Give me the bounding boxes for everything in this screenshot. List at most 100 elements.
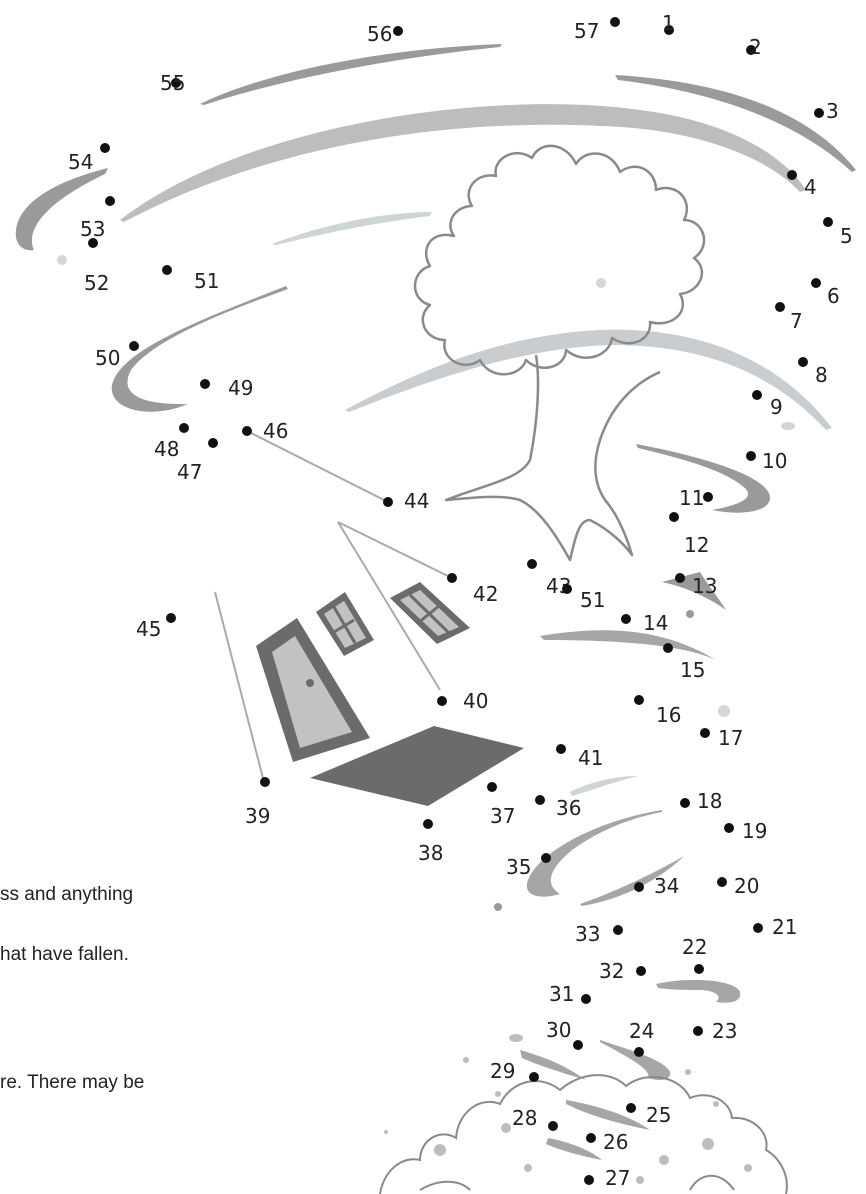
dot-number-50: 50 <box>95 346 120 370</box>
caption-line-2: hat have fallen. <box>0 944 129 965</box>
dot-20 <box>717 877 727 887</box>
dot-13 <box>675 573 685 583</box>
dot-10 <box>746 451 756 461</box>
dot-number-25: 25 <box>646 1103 671 1127</box>
dot-number-13: 13 <box>692 574 717 598</box>
swirl-28-hook <box>566 1100 650 1130</box>
dot-number-4: 4 <box>804 175 817 199</box>
house-door-panel <box>272 636 352 748</box>
tree-canopy <box>413 144 706 376</box>
dot-number-49: 49 <box>228 376 253 400</box>
dot-37 <box>487 782 497 792</box>
dot-7 <box>775 302 785 312</box>
dot-number-18: 18 <box>697 789 722 813</box>
dot-57 <box>610 17 620 27</box>
dot-number-47: 47 <box>177 460 202 484</box>
dot-number-26: 26 <box>603 1130 628 1154</box>
dot-56 <box>393 26 403 36</box>
dot-5 <box>823 217 833 227</box>
dot-48 <box>179 423 189 433</box>
dot-8 <box>798 357 808 367</box>
dot-number-56: 56 <box>367 22 392 46</box>
dot-number-12: 12 <box>684 533 709 557</box>
dot-38 <box>423 819 433 829</box>
dot-46 <box>242 426 252 436</box>
dot-number-38: 38 <box>418 841 443 865</box>
dot-53 <box>105 196 115 206</box>
dot-number-14: 14 <box>643 611 668 635</box>
dot-6 <box>811 278 821 288</box>
dot-number-40: 40 <box>463 689 488 713</box>
dot-30 <box>573 1040 583 1050</box>
swirl-left-hook <box>15 168 108 251</box>
dot-42 <box>447 573 457 583</box>
dot-number-6: 6 <box>827 284 840 308</box>
dot-36 <box>535 795 545 805</box>
dot-43 <box>527 559 537 569</box>
dot-number-27: 27 <box>605 1166 630 1190</box>
dot-39 <box>260 777 270 787</box>
dot-number-22: 22 <box>682 935 707 959</box>
swirl-22-hook <box>656 979 741 1003</box>
dot-number-24: 24 <box>629 1019 654 1043</box>
dot-52 <box>88 238 98 248</box>
swirl-right-hook <box>636 444 770 513</box>
house-wall-left <box>214 591 265 783</box>
house-roof-edge <box>337 521 441 691</box>
swirl-35-hook <box>526 810 662 897</box>
dot-number-48: 48 <box>154 437 179 461</box>
dot-number-10: 10 <box>762 449 787 473</box>
caption-line-1: ss and anything <box>0 884 134 905</box>
dot-4 <box>787 170 797 180</box>
dot-3 <box>814 108 824 118</box>
dot-number-31: 31 <box>549 982 574 1006</box>
house-window-right-bars <box>408 593 450 634</box>
dot-47 <box>208 438 218 448</box>
house-floor <box>310 726 524 806</box>
dot-32 <box>636 966 646 976</box>
dot-27 <box>584 1175 594 1185</box>
dot-25 <box>626 1103 636 1113</box>
tree-trunk <box>444 354 661 562</box>
dot-number-41: 41 <box>578 746 603 770</box>
dot-number-7: 7 <box>790 309 803 333</box>
dot-number-36: 36 <box>556 796 581 820</box>
dot-49 <box>200 379 210 389</box>
dot-number-44: 44 <box>404 489 429 513</box>
swirl-big-arc <box>120 104 806 222</box>
dot-2 <box>746 45 756 55</box>
dot-51a <box>162 265 172 275</box>
dot-number-42: 42 <box>473 582 498 606</box>
dot-number-23: 23 <box>712 1019 737 1043</box>
dot-40 <box>437 696 447 706</box>
dot-number-53: 53 <box>80 217 105 241</box>
dot-number-51a: 51 <box>194 269 219 293</box>
door-knob <box>306 679 314 687</box>
dot-9 <box>752 390 762 400</box>
dot-number-21: 21 <box>772 915 797 939</box>
swirl-24-hook <box>600 1040 671 1080</box>
swirl-mid-light <box>272 212 432 245</box>
dot-31 <box>581 994 591 1004</box>
dot-16 <box>634 695 644 705</box>
dot-number-15: 15 <box>680 658 705 682</box>
caption-line-3: re. There may be <box>0 1072 145 1093</box>
dot-29 <box>529 1072 539 1082</box>
dot-number-32: 32 <box>599 959 624 983</box>
dot-33 <box>613 925 623 935</box>
house-roof-top <box>337 521 453 579</box>
dot-34 <box>634 882 644 892</box>
dot-18 <box>680 798 690 808</box>
dot-number-54: 54 <box>68 150 93 174</box>
swirl-36-light <box>570 776 638 796</box>
dot-number-45: 45 <box>136 617 161 641</box>
dot-number-8: 8 <box>815 363 828 387</box>
dot-26 <box>586 1133 596 1143</box>
dot-17 <box>700 728 710 738</box>
dot-19 <box>724 823 734 833</box>
dot-21 <box>753 923 763 933</box>
dot-22 <box>694 964 704 974</box>
swirl-left-big-hook <box>111 286 289 412</box>
dot-24 <box>634 1047 644 1057</box>
